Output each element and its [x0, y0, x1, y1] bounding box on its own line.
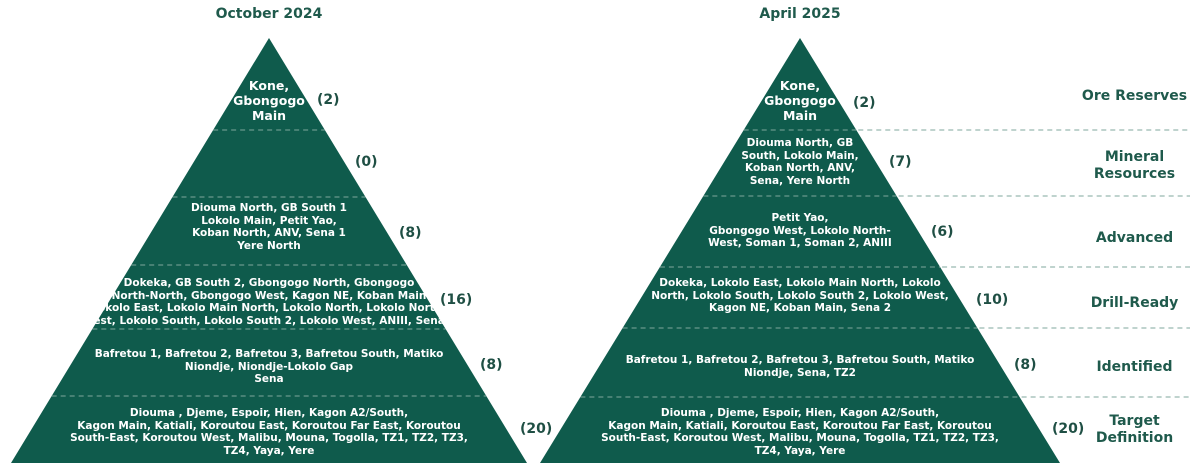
left-tier-advanced-text: Dokeka, GB South 2, Gbongogo North, Gbon…: [82, 277, 456, 327]
left-count-target-definition: (20): [520, 421, 553, 437]
category-identified: Identified: [1096, 359, 1173, 375]
right-count-drill-ready: (10): [976, 292, 1009, 308]
category-drill-ready: Drill-Ready: [1090, 295, 1179, 311]
right-tier-drill-ready-text: Dokeka, Lokolo East, Lokolo Main North, …: [651, 277, 949, 314]
left-count-mineral-resources: (0): [355, 154, 378, 170]
right-pyramid: [540, 38, 1060, 463]
category-ore-reserves: Ore Reserves: [1081, 88, 1188, 104]
right-tier-advanced-text: Petit Yao,Gbongogo West, Lokolo North-We…: [708, 212, 892, 249]
left-tier-drill-ready-text: Bafretou 1, Bafretou 2, Bafretou 3, Bafr…: [94, 348, 444, 385]
right-count-target-definition: (20): [1052, 421, 1085, 437]
category-advanced: Advanced: [1095, 230, 1174, 246]
left-count-advanced: (8): [399, 225, 422, 241]
right-count-identified: (8): [1014, 357, 1037, 373]
left-pyramid-title: October 2024: [215, 6, 323, 22]
left-count-drill-ready: (16): [440, 292, 473, 308]
left-tier-identified-text: Diouma , Djeme, Espoir, Hien, Kagon A2/S…: [70, 407, 468, 457]
right-count-advanced: (6): [931, 224, 954, 240]
right-pyramid-title: April 2025: [759, 6, 841, 22]
right-tier-target-definition-text: Diouma , Djeme, Espoir, Hien, Kagon A2/S…: [601, 407, 999, 457]
right-tier-identified-text: Bafretou 1, Bafretou 2, Bafretou 3, Bafr…: [625, 354, 975, 379]
right-count-ore-reserves: (2): [853, 95, 876, 111]
right-count-mineral-resources: (7): [889, 154, 912, 170]
left-pyramid: [11, 38, 527, 463]
left-count-ore-reserves: (2): [317, 92, 340, 108]
left-count-identified: (8): [480, 357, 503, 373]
